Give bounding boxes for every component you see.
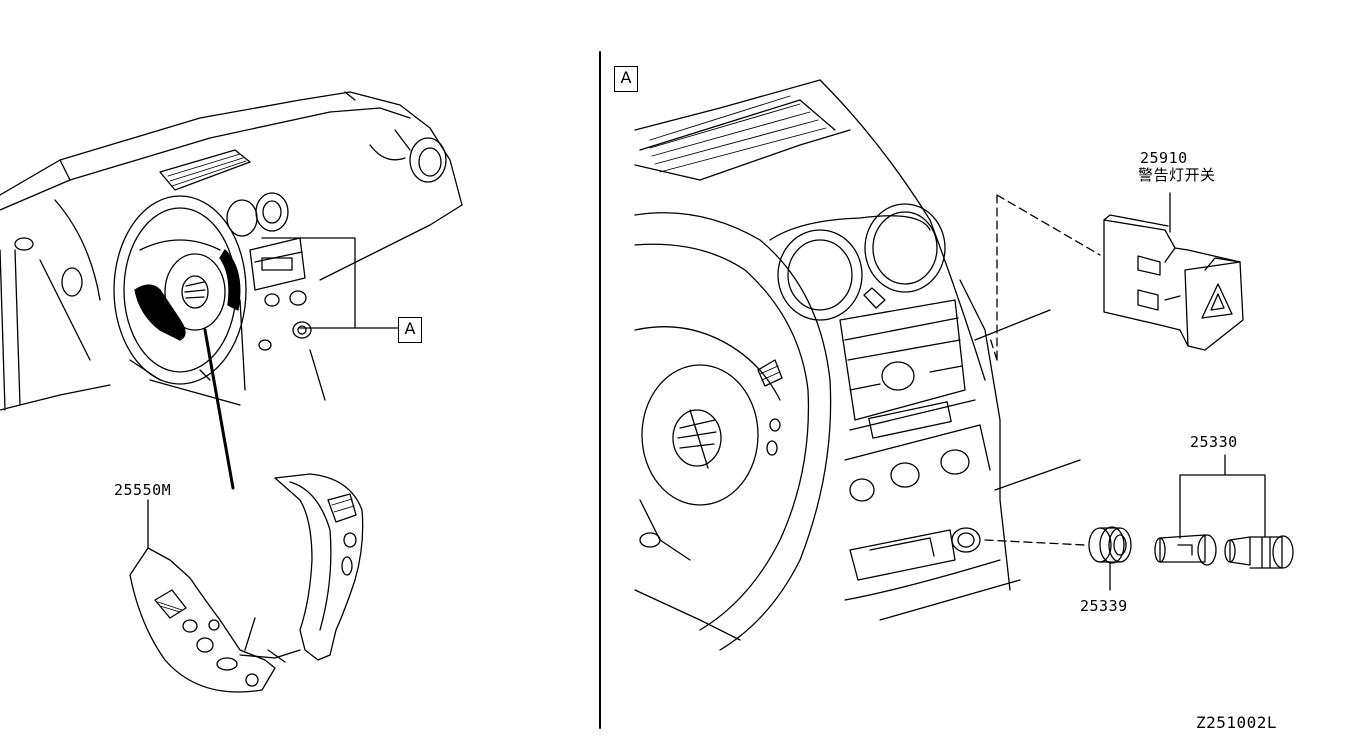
steering-switch-part <box>129 473 364 693</box>
steering-switch-leader <box>203 328 235 490</box>
part-name-hazard-switch: 警告灯开关 <box>1138 166 1216 184</box>
view-a-callout-left: A <box>398 317 422 343</box>
part-number-25910: 25910 <box>1140 149 1188 167</box>
hazard-triangle-icon <box>1201 283 1233 319</box>
lighter-install-dashed <box>984 539 1086 546</box>
view-a-detail <box>634 79 1294 651</box>
lighter-ring-part <box>1088 526 1132 591</box>
lighter-socket-part <box>1154 534 1217 566</box>
view-a-label: A <box>614 66 638 92</box>
part-number-25339: 25339 <box>1080 597 1128 615</box>
25330-leader <box>1179 454 1266 539</box>
hazard-install-dashed <box>989 194 1101 361</box>
drawing-code: Z251002L <box>1196 713 1278 732</box>
part-number-25330: 25330 <box>1190 433 1238 451</box>
part-number-25550m: 25550M <box>114 481 172 499</box>
lighter-plug-part <box>1224 535 1294 569</box>
callout-leader-lines <box>261 237 399 329</box>
dashboard-overview <box>0 91 463 490</box>
hazard-switch-part <box>1103 219 1244 351</box>
